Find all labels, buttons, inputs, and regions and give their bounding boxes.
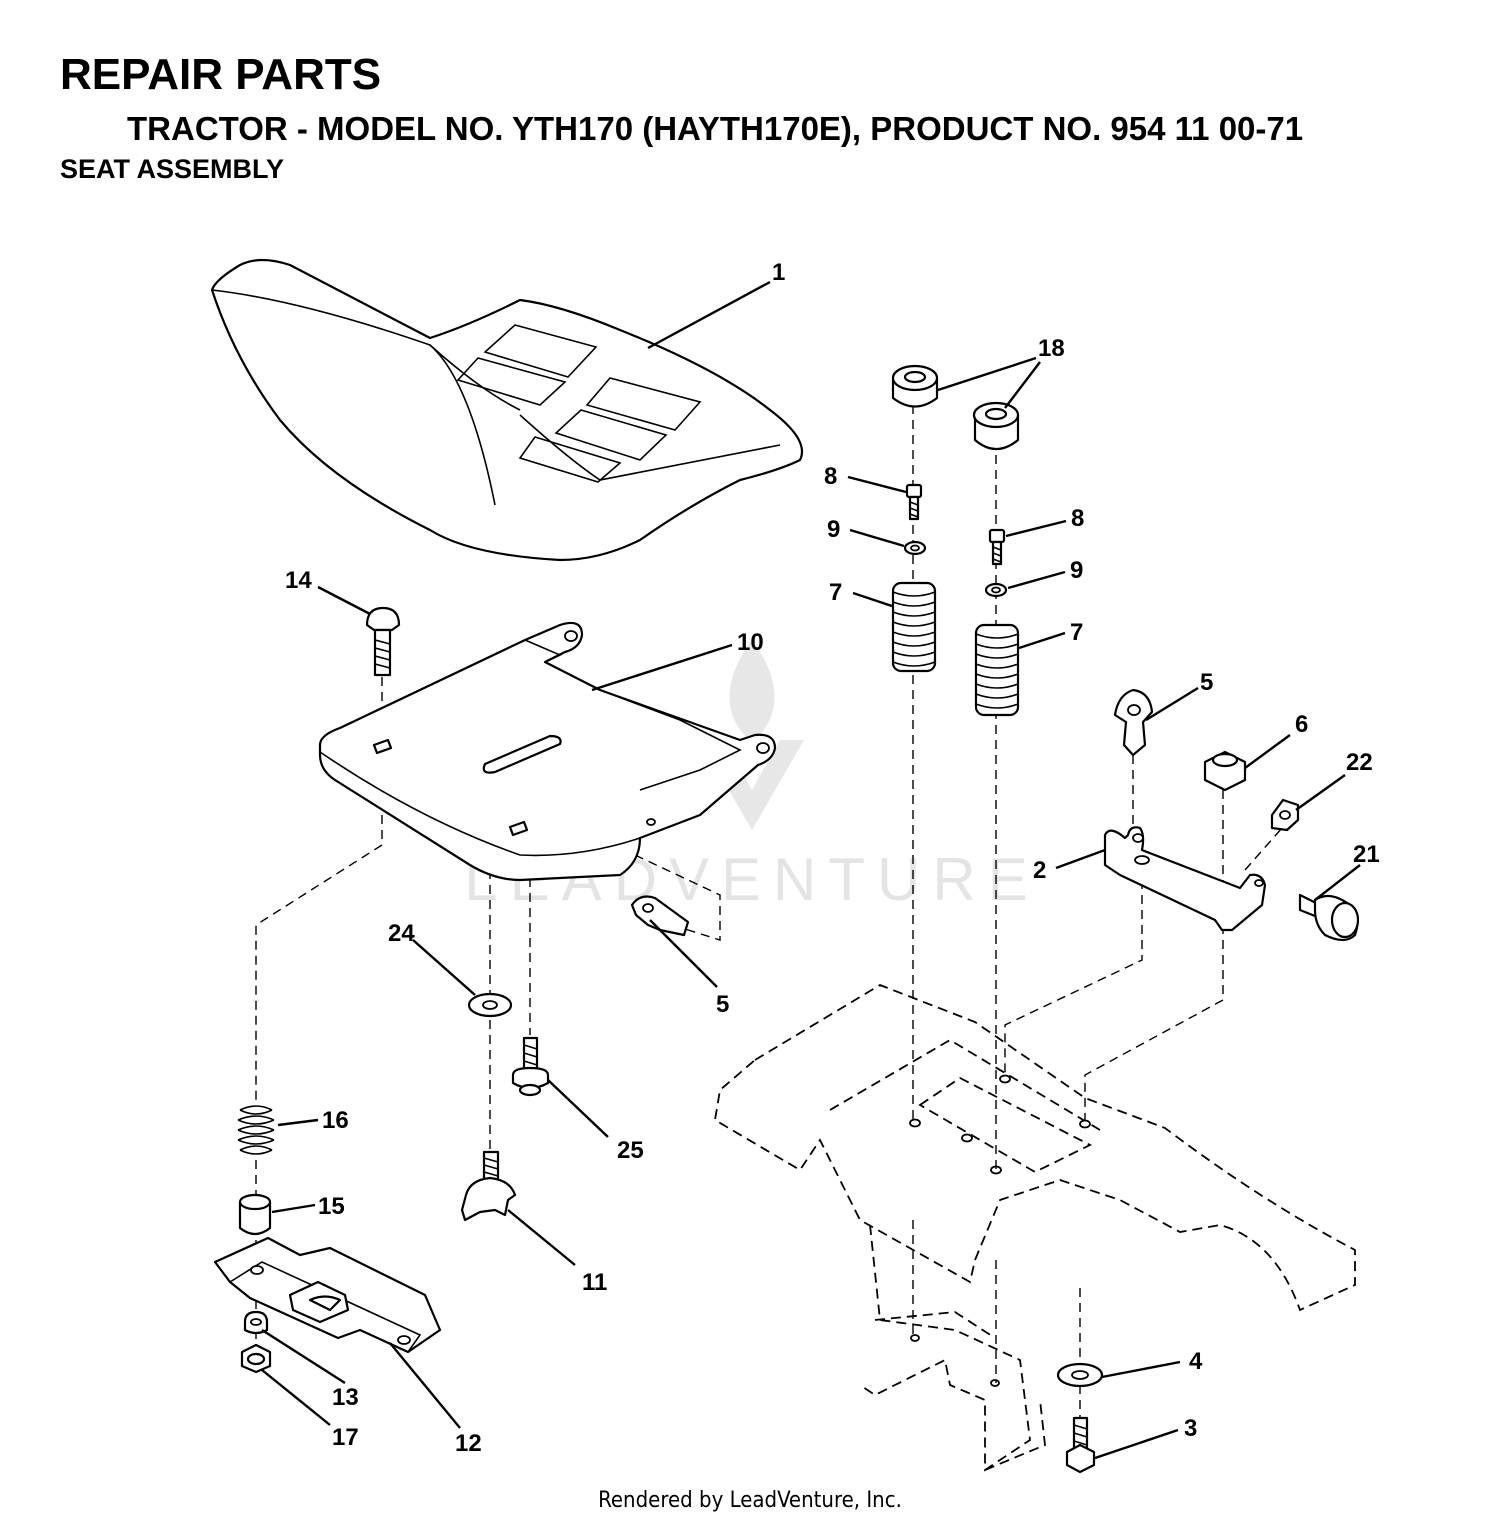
seat-bracket: [1103, 826, 1267, 932]
callout-5-lower: 5: [716, 991, 729, 1018]
spacer-right: [972, 401, 1020, 451]
callout-13: 13: [332, 1384, 359, 1411]
shoulder-screw: [511, 1036, 550, 1097]
seat: [210, 258, 804, 562]
tractor-frame: [714, 984, 1356, 1472]
callout-10: 10: [737, 629, 764, 656]
carriage-bolt: [365, 606, 401, 677]
callout-5-upper: 5: [1200, 669, 1213, 696]
lock-nut: [1203, 750, 1247, 792]
callout-15: 15: [318, 1193, 345, 1220]
callout-16: 16: [322, 1107, 349, 1134]
section-title: SEAT ASSEMBLY: [60, 154, 285, 184]
flat-washer-24: [467, 992, 513, 1018]
callout-6: 6: [1295, 711, 1308, 738]
adjustment-knob: [460, 1150, 517, 1222]
model-subtitle: TRACTOR - MODEL NO. YTH170 (HAYTH170E), …: [127, 110, 1304, 147]
hex-nut: [1270, 798, 1300, 832]
bolt-left: [905, 483, 923, 521]
callout-3: 3: [1184, 1415, 1197, 1442]
spring-left: [891, 581, 937, 673]
clip-lower: [630, 895, 690, 937]
compression-spring: [237, 1105, 275, 1155]
callout-12: 12: [455, 1430, 482, 1457]
callout-8-right: 8: [1071, 505, 1084, 532]
flange-nut: [240, 1343, 272, 1374]
callout-9-left: 9: [827, 516, 840, 543]
callout-21: 21: [1353, 841, 1380, 868]
callout-1: 1: [772, 259, 785, 286]
hex-bolt: [1065, 1416, 1096, 1474]
callout-17: 17: [332, 1424, 359, 1451]
leader-lines: [261, 280, 1361, 1460]
callout-25: 25: [617, 1137, 644, 1164]
seat-pan: [318, 621, 777, 882]
spacer-left: [891, 364, 939, 408]
callout-9-right: 9: [1070, 557, 1083, 584]
callout-18: 18: [1038, 335, 1065, 362]
footer-credit: Rendered by LeadVenture, Inc.: [598, 1488, 902, 1513]
bolt-right: [988, 528, 1006, 566]
spacer-15: [238, 1193, 272, 1236]
clip-upper: [1113, 688, 1154, 757]
callout-4: 4: [1189, 1348, 1203, 1375]
callout-11: 11: [582, 1269, 607, 1296]
screw-13: [243, 1310, 269, 1335]
callout-labels: 1 18 8 8 9 9 7 7 14 10 5 6 22 2 21 5 24 …: [285, 259, 1380, 1457]
flat-washer-4: [1056, 1362, 1104, 1388]
page-title: REPAIR PARTS: [60, 50, 382, 99]
callout-22: 22: [1346, 749, 1373, 776]
callout-7-right: 7: [1070, 619, 1083, 646]
spring-right: [974, 623, 1020, 717]
callout-7-left: 7: [829, 579, 842, 606]
callout-24: 24: [388, 920, 415, 947]
callout-2: 2: [1033, 857, 1046, 884]
callout-8-left: 8: [824, 463, 837, 490]
shoulder-bolt: [1298, 893, 1360, 942]
callout-14: 14: [285, 567, 312, 594]
watermark: LEADVENTURE: [464, 640, 1028, 913]
adjustment-plate: [213, 1236, 442, 1354]
